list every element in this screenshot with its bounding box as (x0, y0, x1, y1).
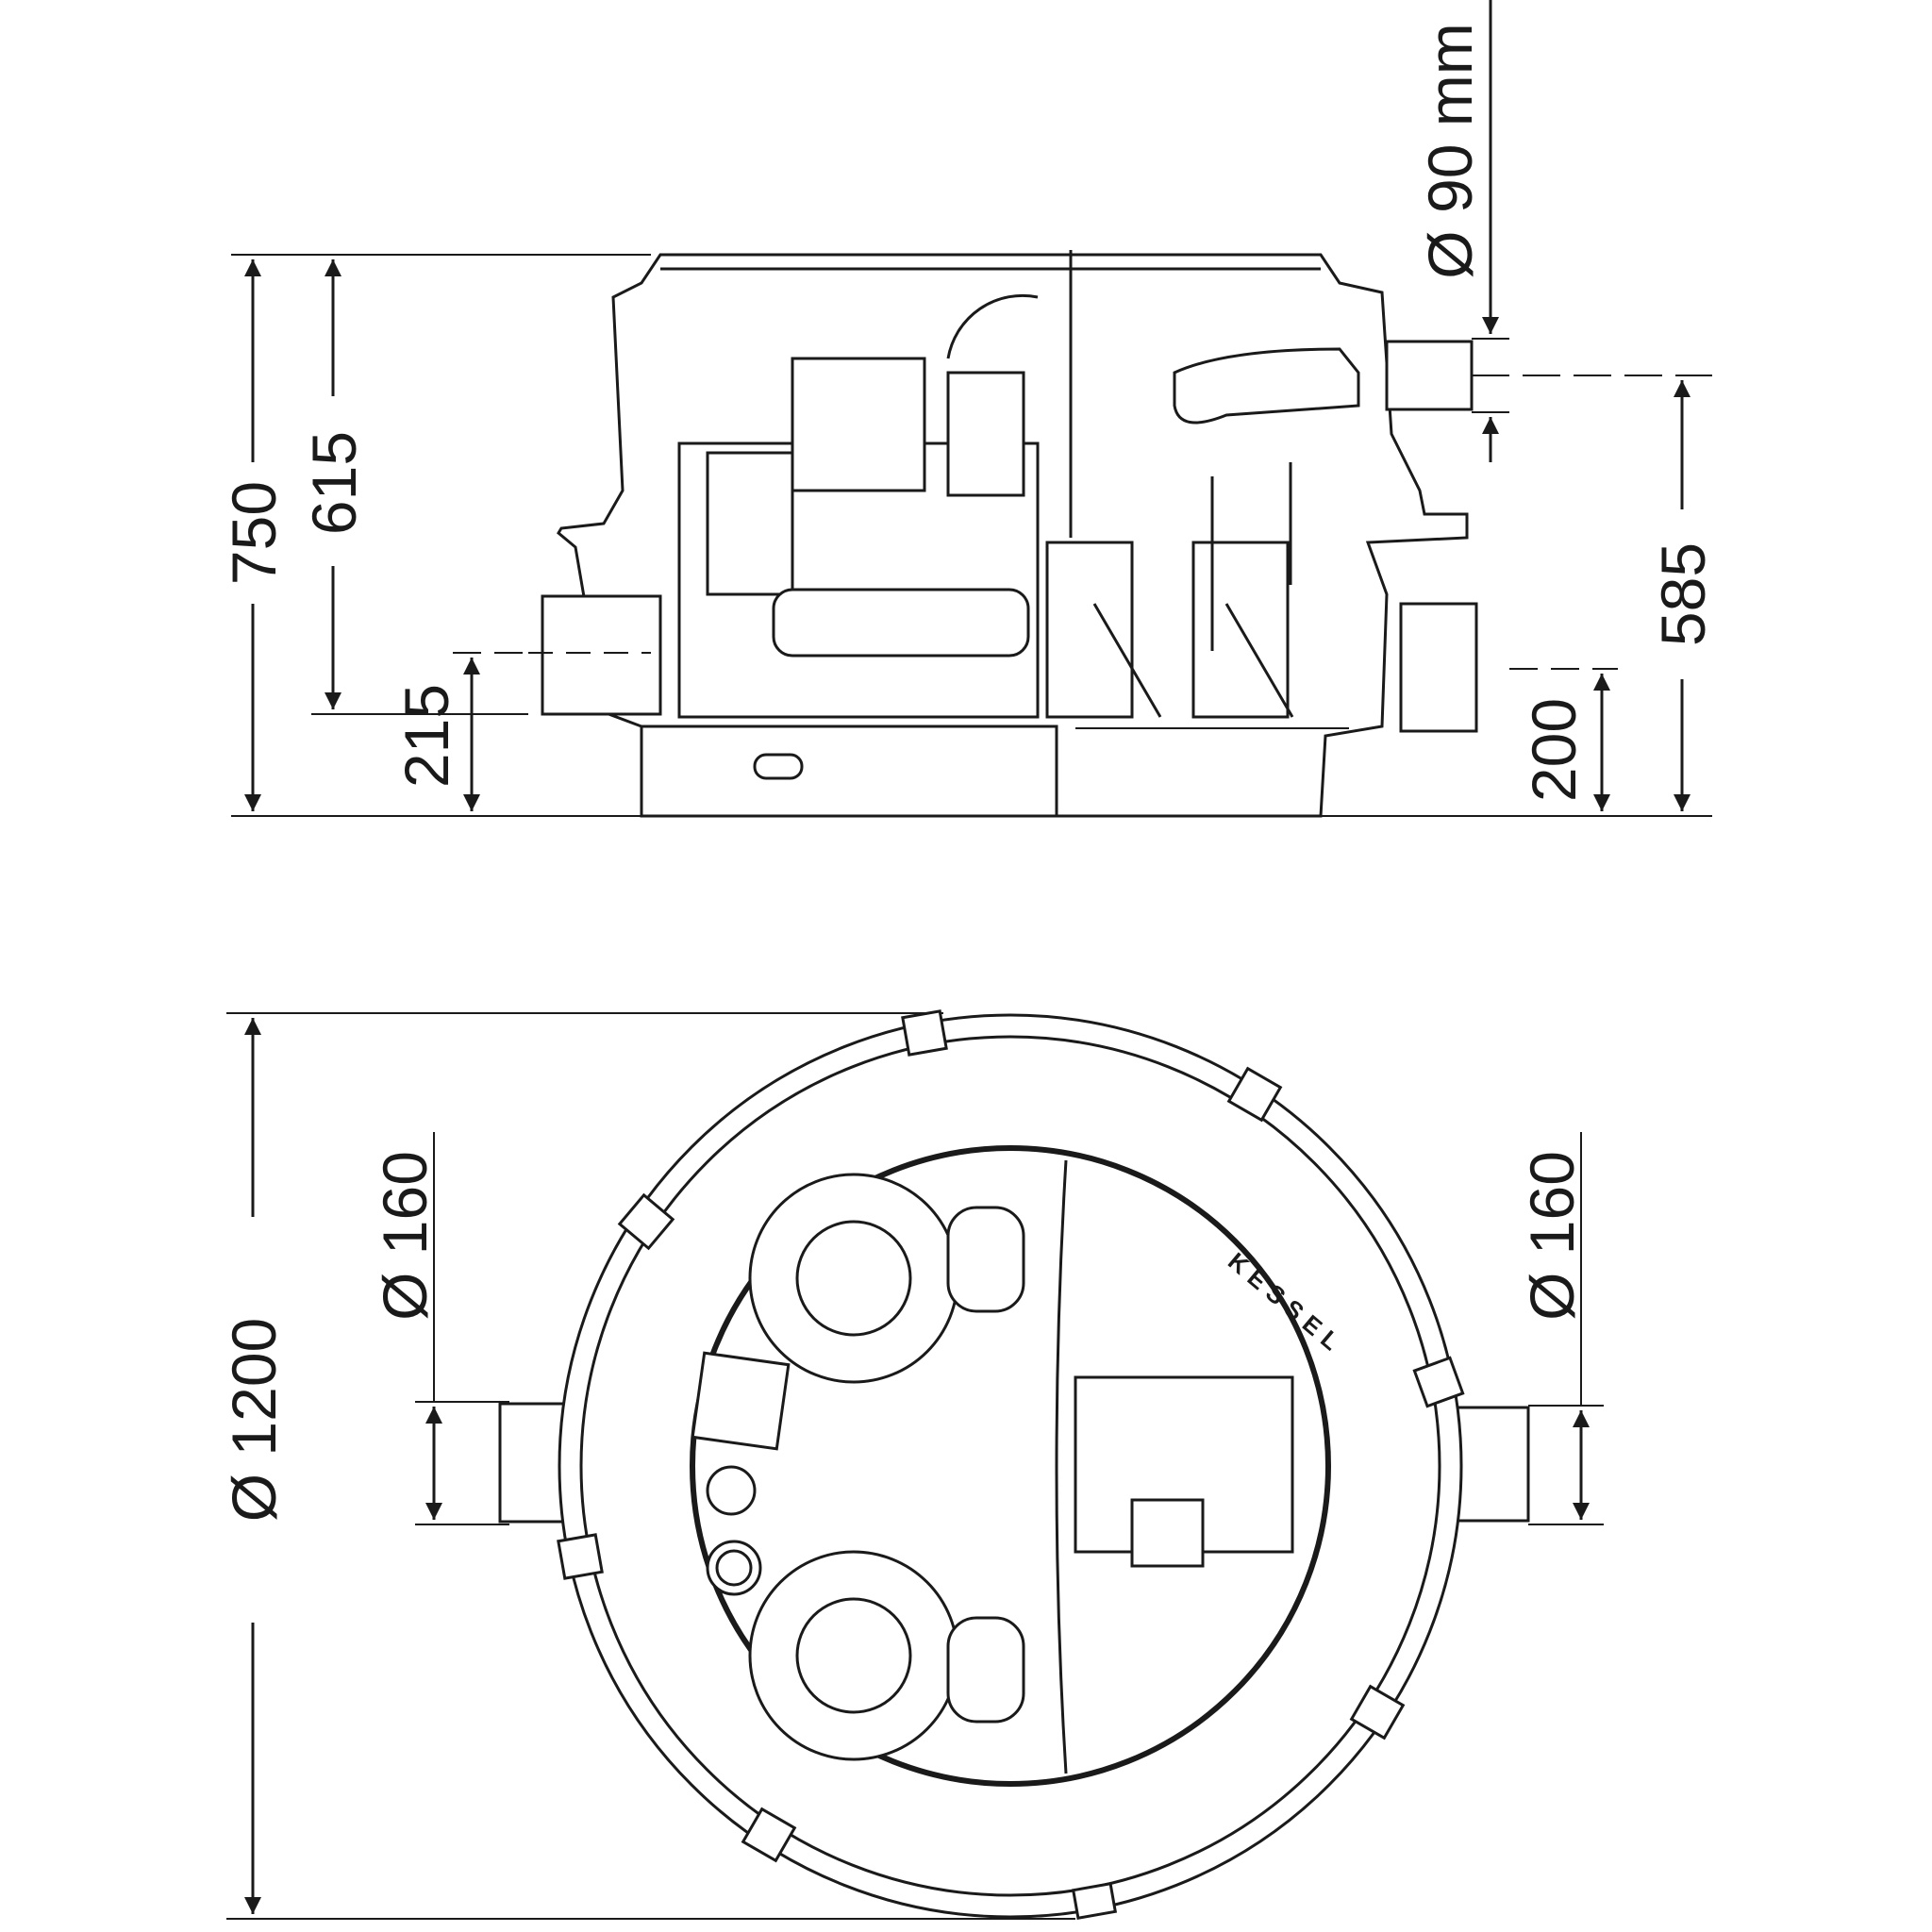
outlet-pipe-right (1399, 602, 1478, 733)
dimension-160-right-label: Ø 160 (1517, 1151, 1587, 1321)
dimension-750-label: 750 (219, 481, 289, 585)
side-view-body (528, 250, 1478, 818)
mounting-lugs (557, 1009, 1465, 1920)
control-housing (791, 357, 926, 492)
pump-bottom (748, 1550, 1025, 1761)
top-view: Ø 1200 Ø 160 Ø 160 (219, 1009, 1604, 1920)
inlet-pipe-left (541, 594, 662, 716)
dimension-615-label: 615 (299, 431, 369, 535)
side-view: 750 615 215 200 585 Ø 90 mm (219, 0, 1718, 818)
dimension-215-label: 215 (391, 684, 461, 788)
inner-ring (690, 1145, 1331, 1787)
dimension-1200-label: Ø 1200 (219, 1318, 289, 1523)
control-plate (691, 1351, 791, 1451)
dimension-90mm-label: Ø 90 mm (1415, 23, 1485, 278)
discharge-pipe (1385, 340, 1474, 411)
dimension-585-label: 585 (1648, 542, 1718, 646)
pump-top (748, 1173, 1025, 1384)
valve-housing-1 (1045, 541, 1134, 719)
dimension-160-left-label: Ø 160 (370, 1151, 440, 1321)
dimension-200-label: 200 (1519, 698, 1589, 802)
